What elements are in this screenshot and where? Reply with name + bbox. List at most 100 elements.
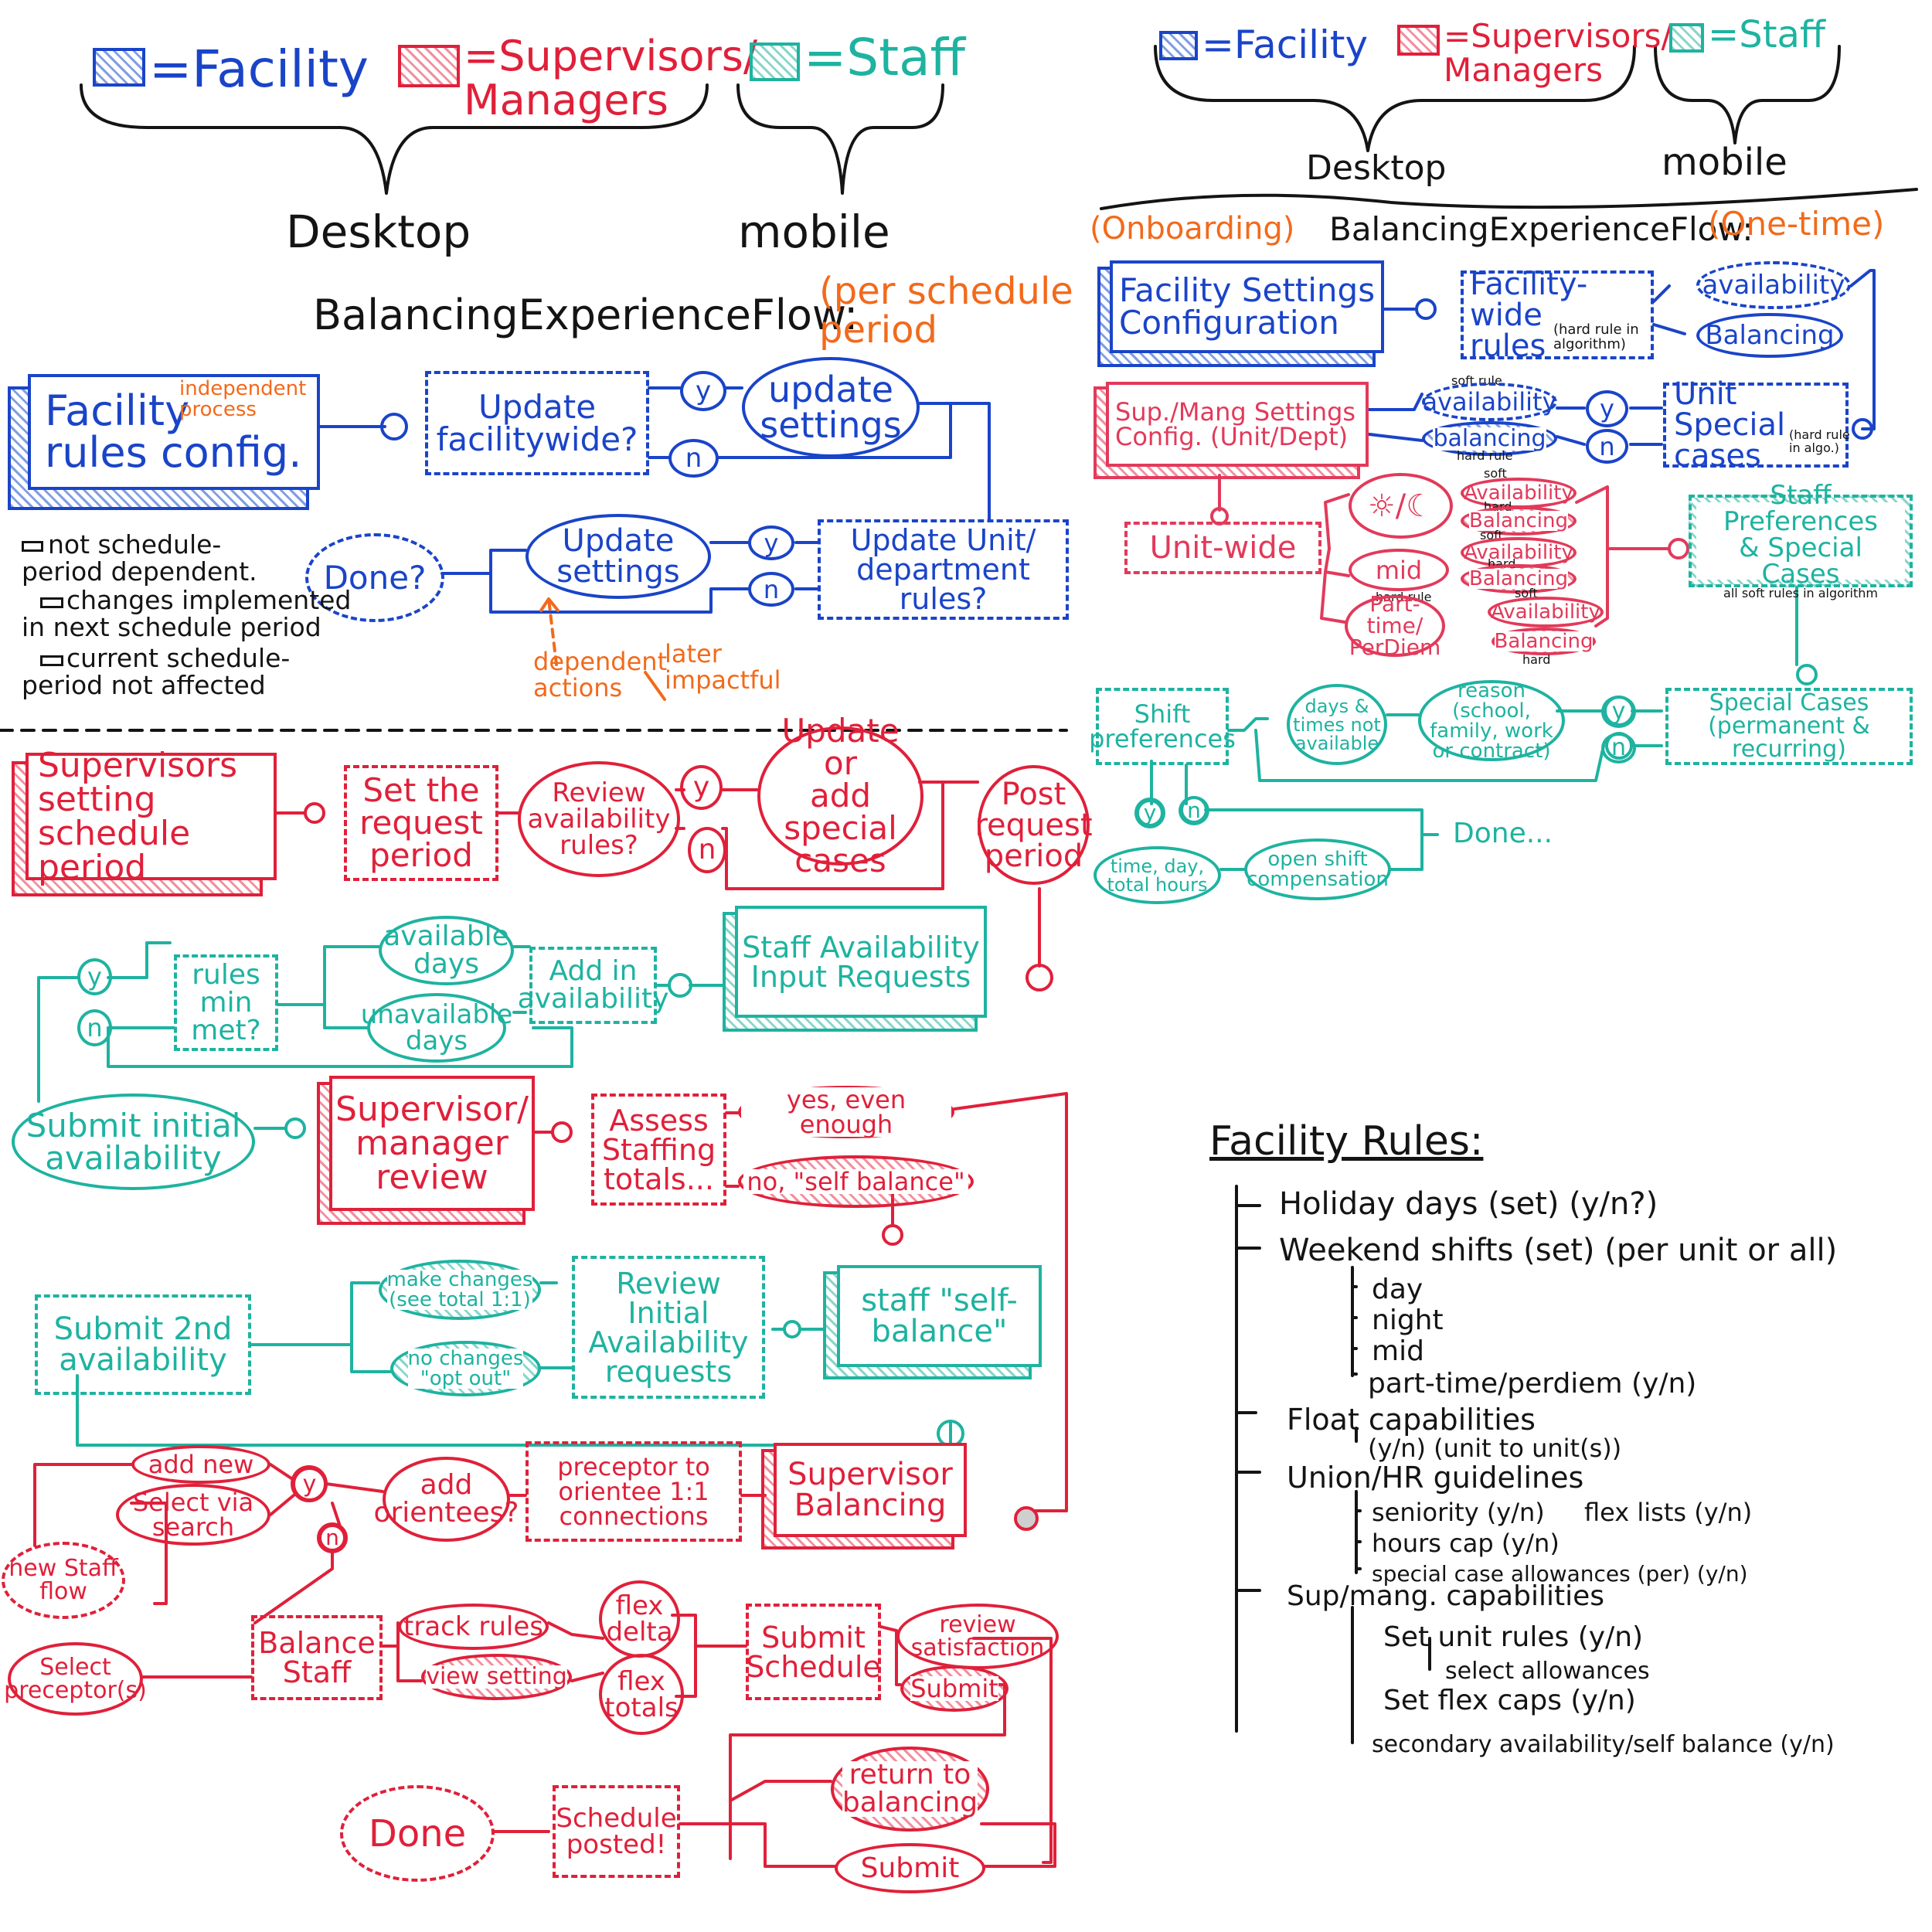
track-rules: track rules <box>398 1604 549 1650</box>
legend-supervisors-label: =Supervisors/ Managers <box>464 32 758 124</box>
flex-delta: flex delta <box>599 1580 680 1658</box>
submit-option: Submit <box>900 1665 1009 1712</box>
rule-float-capabilities: Float capabilities <box>1287 1403 1536 1437</box>
flex-delta-label: flex delta <box>606 1590 673 1648</box>
supervisors-swatch <box>398 45 460 87</box>
submit-schedule-label: Submit Schedule <box>746 1620 881 1684</box>
hard-rule-algo-note: (hard rule in algo.) <box>1789 427 1850 455</box>
review-availability-rules-decision: Review availability rules? <box>518 761 680 877</box>
reason-school-family-work: reason (school, family, work or contract… <box>1418 680 1565 761</box>
done-burst: Done <box>340 1785 495 1882</box>
legend-facility-label: =Facility <box>149 39 369 99</box>
availability-tag-label: Availability <box>1491 600 1600 624</box>
days-times-label: days & times not available <box>1293 695 1381 754</box>
add-new: add new <box>131 1445 270 1484</box>
shift-preferences: Shift preferences <box>1089 688 1236 765</box>
time-day-total-hours: time, day, total hours <box>1094 846 1221 904</box>
yes-label: y <box>1143 800 1157 825</box>
schedule-posted: Schedule posted! <box>553 1785 680 1878</box>
update-add-special-cases: Update or add special cases <box>757 715 923 877</box>
sup-mang-settings-config: Sup./Mang Settings Config. (Unit/Dept) <box>1094 382 1369 479</box>
done-label: Done... <box>1453 818 1553 849</box>
sun-moon-icon: ☼/☾ <box>1367 488 1434 524</box>
balancing-label-2: balancing <box>1433 424 1546 452</box>
assess-staffing-label: Assess Staffing totals... <box>601 1103 716 1196</box>
update-unit-department-decision: Update Unit/ department rules? <box>818 519 1069 620</box>
day-night-shift: ☼/☾ <box>1349 473 1453 539</box>
special-cases-permanent-recurring: Special Cases (permanent & recurring) <box>1665 688 1913 765</box>
note-current-period: current schedule- period not affected <box>22 643 291 700</box>
balancing-option: Balancing <box>1696 313 1843 358</box>
view-setting: view setting <box>421 1654 572 1700</box>
availability-tag: Availability <box>1488 597 1604 628</box>
add-in-availability-label: Add in availability <box>517 955 669 1015</box>
submit-final-label: Submit <box>860 1852 960 1884</box>
preceptor-label: preceptor to orientee 1:1 connections <box>557 1452 710 1531</box>
new-staff-label: new Staff flow <box>9 1555 118 1605</box>
yes-marker: y <box>680 371 726 411</box>
no-label: n <box>1187 798 1201 823</box>
available-days: available days <box>379 916 514 985</box>
availability-option: availability <box>1696 261 1851 309</box>
supervisor-manager-review: Supervisor/ manager review <box>317 1076 535 1225</box>
submit-second-availability: Submit 2nd availability <box>35 1294 251 1395</box>
update-settings-label-2: Update settings <box>556 523 680 590</box>
open-shift-compensation: open shift compensation <box>1244 838 1391 900</box>
part-time-per-diem: Part-time/ PerDiem <box>1345 594 1445 658</box>
legend-mobile-label: mobile <box>1662 141 1787 184</box>
set-request-label: Set the request period <box>359 771 483 874</box>
post-request-label: Post request period <box>975 776 1093 874</box>
no-marker: n <box>1601 733 1636 764</box>
reason-label: reason (school, family, work or contract… <box>1430 679 1553 763</box>
update-facilitywide-label: Update facilitywide? <box>436 387 638 458</box>
rule-flex-lists: flex lists (y/n) <box>1584 1498 1753 1527</box>
hard-rule-note: (hard rule in algorithm) <box>1553 321 1639 352</box>
balancing-tag-label: Balancing <box>1469 509 1568 532</box>
balance-staff: Balance Staff <box>251 1615 383 1700</box>
soft-note: soft <box>1484 466 1507 481</box>
later-impactful-note: later impactful <box>665 639 781 695</box>
availability-tag: Availability <box>1461 478 1577 509</box>
balancing-tag: Balancing <box>1461 564 1577 594</box>
update-facilitywide-decision: Update facilitywide? <box>425 371 649 475</box>
staff-prefs-label: Staff Preferences & Special Cases <box>1723 480 1878 590</box>
done-burst: Done? <box>305 533 444 622</box>
rule-seniority: seniority (y/n) <box>1372 1498 1545 1527</box>
submit-initial-availability: Submit initial availability <box>12 1094 255 1190</box>
balancing-tag: Balancing <box>1461 506 1577 536</box>
rule-select-allowances: select allowances <box>1445 1658 1650 1685</box>
unavailable-days: unavailable days <box>361 993 512 1063</box>
legend-mobile-label: mobile <box>738 206 890 258</box>
manager-review-label: Supervisor/ manager review <box>335 1089 529 1197</box>
view-setting-label: view setting <box>426 1663 567 1690</box>
done-label: Done? <box>323 558 427 597</box>
legend-box-icon <box>40 597 63 608</box>
setting-period-label: Supervisors setting schedule period <box>38 745 238 887</box>
yes-label: y <box>764 528 779 558</box>
yes-marker: y <box>292 1467 327 1502</box>
no-changes-opt-out: no changes "opt out" <box>390 1341 541 1396</box>
availability-tag-label: Availability <box>1464 541 1573 564</box>
rule-secondary-availability: secondary availability/self balance (y/n… <box>1372 1731 1835 1758</box>
submit-schedule: Submit Schedule <box>746 1604 881 1700</box>
yes-even-enough-label: yes, even enough <box>741 1087 951 1137</box>
no-marker: n <box>1179 796 1209 825</box>
input-requests-label: Staff Availability Input Requests <box>742 930 980 994</box>
flow-title-suffix: (per schedule period <box>819 270 1073 352</box>
rule-night: night <box>1372 1304 1444 1336</box>
add-in-availability: Add in availability <box>518 947 668 1024</box>
legend-box-icon <box>22 541 43 552</box>
no-marker: n <box>688 827 726 873</box>
note-changes-next-period: changes implemented in next schedule per… <box>22 585 352 642</box>
yes-marker: y <box>77 958 112 995</box>
submit-initial-label: Submit initial availability <box>26 1106 241 1177</box>
yes-label: y <box>1611 698 1626 725</box>
yes-label: y <box>87 962 102 992</box>
availability-label: availability <box>1702 270 1845 301</box>
flex-totals-label: flex totals <box>604 1665 679 1723</box>
legend-desktop-label: Desktop <box>286 206 471 258</box>
select-preceptors: Select preceptor(s) <box>4 1642 147 1716</box>
facility-rules-config: Facility rules config. <box>8 374 320 510</box>
review-initial-availability-requests: Review Initial Availability requests <box>572 1256 765 1399</box>
